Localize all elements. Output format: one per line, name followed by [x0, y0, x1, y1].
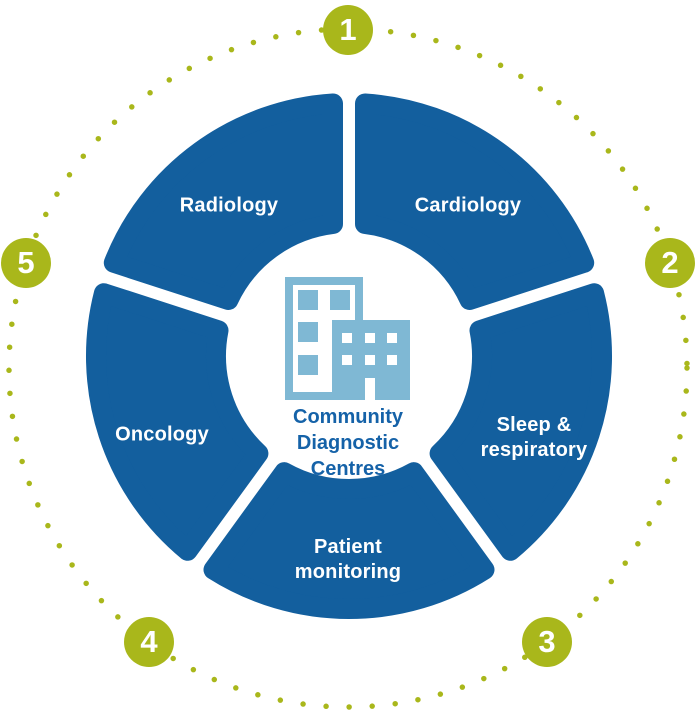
building-door: [365, 378, 375, 400]
segment-label-patient-monitoring: Patient monitoring: [294, 536, 402, 583]
community-building-icon: [285, 277, 410, 400]
step-number: 3: [538, 624, 556, 659]
segment-oncology: [85, 283, 269, 561]
building-right-window: [365, 355, 375, 365]
step-badge-3: 3: [522, 617, 572, 667]
segment-radiology: [103, 93, 343, 310]
building-right-window: [387, 355, 397, 365]
building-right-window: [387, 333, 397, 343]
building-right-window: [342, 355, 352, 365]
segment-cardiology: [355, 93, 595, 310]
step-badge-5: 5: [1, 238, 51, 288]
step-badge-1: 1: [323, 5, 373, 55]
step-badge-4: 4: [124, 617, 174, 667]
step-badge-2: 2: [645, 238, 695, 288]
building-left-window: [330, 290, 350, 310]
segment-label-oncology: Oncology: [115, 423, 209, 446]
step-number: 1: [339, 12, 357, 47]
building-left-window: [298, 355, 318, 375]
segment-patient-monitoring: [203, 462, 495, 620]
segment-label-sleep-respiratory: Sleep & respiratory: [480, 414, 588, 461]
step-number: 2: [661, 245, 679, 280]
step-number: 4: [140, 624, 158, 659]
building-left-window: [298, 290, 318, 310]
step-number: 5: [17, 245, 35, 280]
building-right-window: [342, 333, 352, 343]
dotted-ring: [6, 26, 690, 710]
building-right-window: [365, 333, 375, 343]
building-left-window: [298, 322, 318, 342]
segment-label-cardiology: Cardiology: [414, 194, 522, 217]
segment-sleep-respiratory: [429, 283, 613, 561]
segment-label-radiology: Radiology: [179, 194, 279, 217]
center-label: Community Diagnostic Centres: [293, 406, 403, 480]
